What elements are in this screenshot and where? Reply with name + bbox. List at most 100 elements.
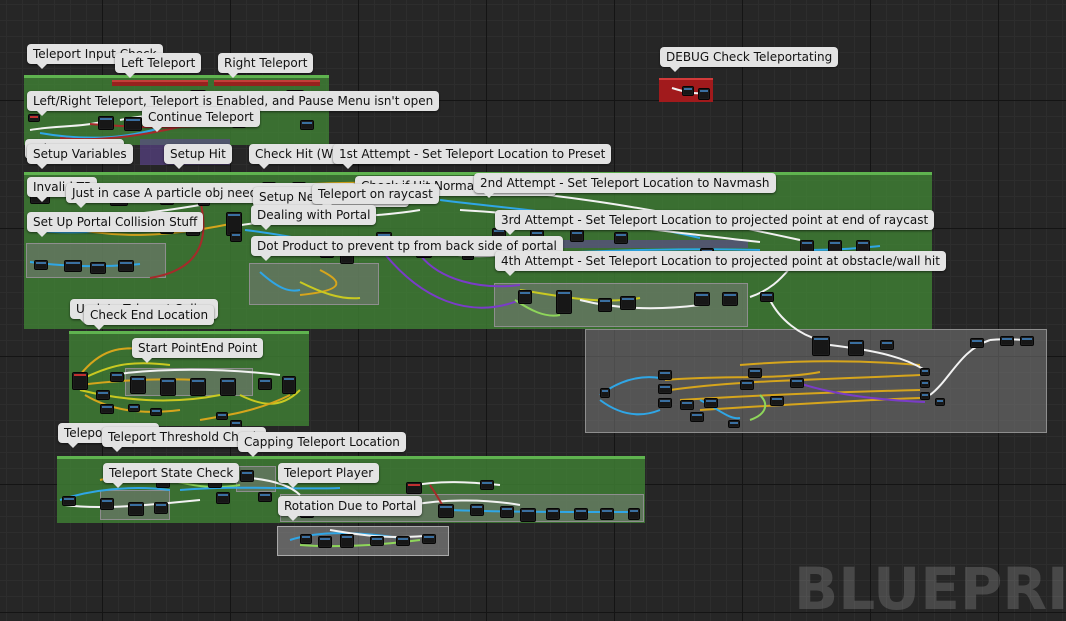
blueprint-node[interactable] xyxy=(658,370,672,380)
blueprint-node[interactable] xyxy=(480,480,494,490)
blueprint-node[interactable] xyxy=(128,404,140,412)
blueprint-node[interactable] xyxy=(500,506,514,518)
comment-dealing-with-portal[interactable]: Dealing with Portal xyxy=(251,205,377,230)
blueprint-node[interactable] xyxy=(370,536,384,546)
blueprint-node[interactable] xyxy=(64,260,82,272)
exec-wire[interactable] xyxy=(64,499,201,509)
exec-wire[interactable] xyxy=(409,499,521,506)
float-wire[interactable] xyxy=(84,394,181,413)
blueprint-node[interactable] xyxy=(574,508,588,520)
blueprint-node[interactable] xyxy=(258,378,272,390)
exec-wire[interactable] xyxy=(249,477,301,496)
blueprint-node[interactable] xyxy=(160,378,176,396)
blueprint-node[interactable] xyxy=(154,502,168,514)
blueprint-node[interactable] xyxy=(658,398,672,408)
blueprint-node[interactable] xyxy=(216,492,230,504)
group-second-attempt-strip[interactable] xyxy=(494,240,748,248)
float-wire[interactable] xyxy=(699,397,921,411)
comment-left-right-enabled[interactable]: Left/Right Teleport, Teleport is Enabled… xyxy=(27,91,440,116)
blueprint-node[interactable] xyxy=(438,504,454,518)
blueprint-node[interactable] xyxy=(34,260,48,270)
comment-dot-product[interactable]: Dot Product to prevent tp from back side… xyxy=(251,236,563,261)
blueprint-node[interactable] xyxy=(690,412,704,422)
exec-wire[interactable] xyxy=(929,339,991,396)
group-right-teleport[interactable] xyxy=(214,80,320,86)
blueprint-node[interactable] xyxy=(570,230,584,242)
blueprint-node[interactable] xyxy=(72,372,88,390)
blueprint-node[interactable] xyxy=(110,372,124,382)
blueprint-node[interactable] xyxy=(406,482,422,494)
blueprint-node[interactable] xyxy=(600,508,614,520)
comment-teleport-state-check[interactable]: Teleport State Check xyxy=(103,463,240,488)
struct-wire[interactable] xyxy=(419,254,521,288)
blueprint-node[interactable] xyxy=(598,298,612,312)
blueprint-node[interactable] xyxy=(300,120,314,130)
vector-wire[interactable] xyxy=(79,389,221,402)
blueprint-node[interactable] xyxy=(130,376,146,394)
blueprint-node[interactable] xyxy=(422,534,436,544)
blueprint-node[interactable] xyxy=(658,384,672,394)
struct-wire[interactable] xyxy=(379,247,521,309)
comment-set-up-portal-collision[interactable]: Set Up Portal Collision Stuff xyxy=(27,212,204,237)
object-wire[interactable] xyxy=(39,127,161,139)
comment-second-attempt[interactable]: 2nd Attempt - Set Teleport Location to N… xyxy=(474,173,776,198)
blueprint-node[interactable] xyxy=(124,117,142,131)
blueprint-node[interactable] xyxy=(518,290,532,304)
exec-wire[interactable] xyxy=(769,299,821,341)
blueprint-node[interactable] xyxy=(770,396,784,406)
comment-start-point-end-point[interactable]: Start PointEnd Point xyxy=(132,338,264,363)
blueprint-node[interactable] xyxy=(680,400,694,410)
comment-setup-hit[interactable]: Setup Hit xyxy=(164,144,232,169)
float-wire[interactable] xyxy=(299,269,338,296)
blueprint-node[interactable] xyxy=(722,292,738,306)
float-wire[interactable] xyxy=(669,374,921,391)
blueprint-node[interactable] xyxy=(258,492,272,502)
blueprint-node[interactable] xyxy=(96,390,110,400)
green-wire[interactable] xyxy=(749,394,767,421)
blueprint-node[interactable] xyxy=(28,114,40,122)
blueprint-node[interactable] xyxy=(546,508,560,520)
blueprint-node[interactable] xyxy=(790,378,804,388)
blueprint-node[interactable] xyxy=(100,404,114,414)
object-wire[interactable] xyxy=(179,486,341,491)
bool-wire[interactable] xyxy=(149,199,205,279)
blueprint-node[interactable] xyxy=(812,336,830,356)
blueprint-node[interactable] xyxy=(1020,336,1034,346)
exec-wire[interactable] xyxy=(109,368,281,376)
blueprint-node[interactable] xyxy=(740,380,754,390)
vector-wire[interactable] xyxy=(299,281,361,300)
blueprint-node[interactable] xyxy=(396,536,410,546)
comment-debug-check-teleporting[interactable]: DEBUG Check Teleportating xyxy=(660,47,839,72)
blueprint-node[interactable] xyxy=(100,498,114,510)
blueprint-node[interactable] xyxy=(300,534,312,544)
blueprint-node[interactable] xyxy=(118,260,134,272)
blueprint-node[interactable] xyxy=(704,398,718,408)
comment-fourth-attempt[interactable]: 4th Attempt - Set Teleport Location to p… xyxy=(495,251,946,276)
blueprint-node[interactable] xyxy=(935,398,945,406)
blueprint-node[interactable] xyxy=(698,88,710,100)
blueprint-node[interactable] xyxy=(760,292,774,302)
blueprint-node[interactable] xyxy=(600,388,610,398)
object-wire[interactable] xyxy=(59,487,171,501)
blueprint-node[interactable] xyxy=(240,470,254,482)
comment-left-teleport[interactable]: Left Teleport xyxy=(115,53,202,78)
comment-rotation-due-to-portal[interactable]: Rotation Due to Portal xyxy=(278,496,423,521)
comment-teleport-player-inner[interactable]: Teleport Player xyxy=(278,463,380,488)
comment-teleport-on-raycast[interactable]: Teleport on raycast xyxy=(312,184,439,209)
blueprint-node[interactable] xyxy=(220,378,236,396)
comment-setup-variables[interactable]: Setup Variables xyxy=(27,144,133,169)
blueprint-node[interactable] xyxy=(150,408,162,416)
blueprint-node[interactable] xyxy=(728,420,740,428)
blueprint-node[interactable] xyxy=(556,290,572,314)
blueprint-node[interactable] xyxy=(470,504,484,516)
blueprint-node[interactable] xyxy=(970,338,984,348)
blueprint-node[interactable] xyxy=(216,412,228,420)
blueprint-node[interactable] xyxy=(98,116,114,130)
blueprint-node[interactable] xyxy=(90,262,106,274)
blueprint-node[interactable] xyxy=(62,496,76,506)
comment-check-end-location[interactable]: Check End Location xyxy=(84,305,215,330)
blueprint-node[interactable] xyxy=(340,534,354,548)
blueprint-node[interactable] xyxy=(230,232,242,242)
object-wire[interactable] xyxy=(599,399,661,416)
